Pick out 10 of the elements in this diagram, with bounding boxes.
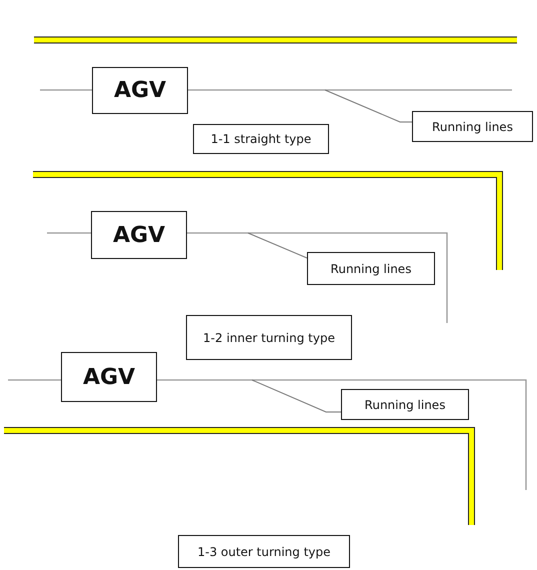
vehicle-box: AGV — [92, 67, 188, 114]
caption-box: 1-3 outer turning type — [178, 535, 350, 568]
vehicle-box: AGV — [61, 352, 157, 402]
leader-line — [252, 380, 342, 412]
callout-box: Running lines — [412, 111, 533, 142]
leader-line — [248, 232, 308, 258]
leader-line — [324, 90, 412, 122]
caption-box: 1-1 straight type — [193, 124, 329, 154]
caption-box: 1-2 inner turning type — [186, 315, 352, 360]
vehicle-box: AGV — [91, 211, 187, 259]
